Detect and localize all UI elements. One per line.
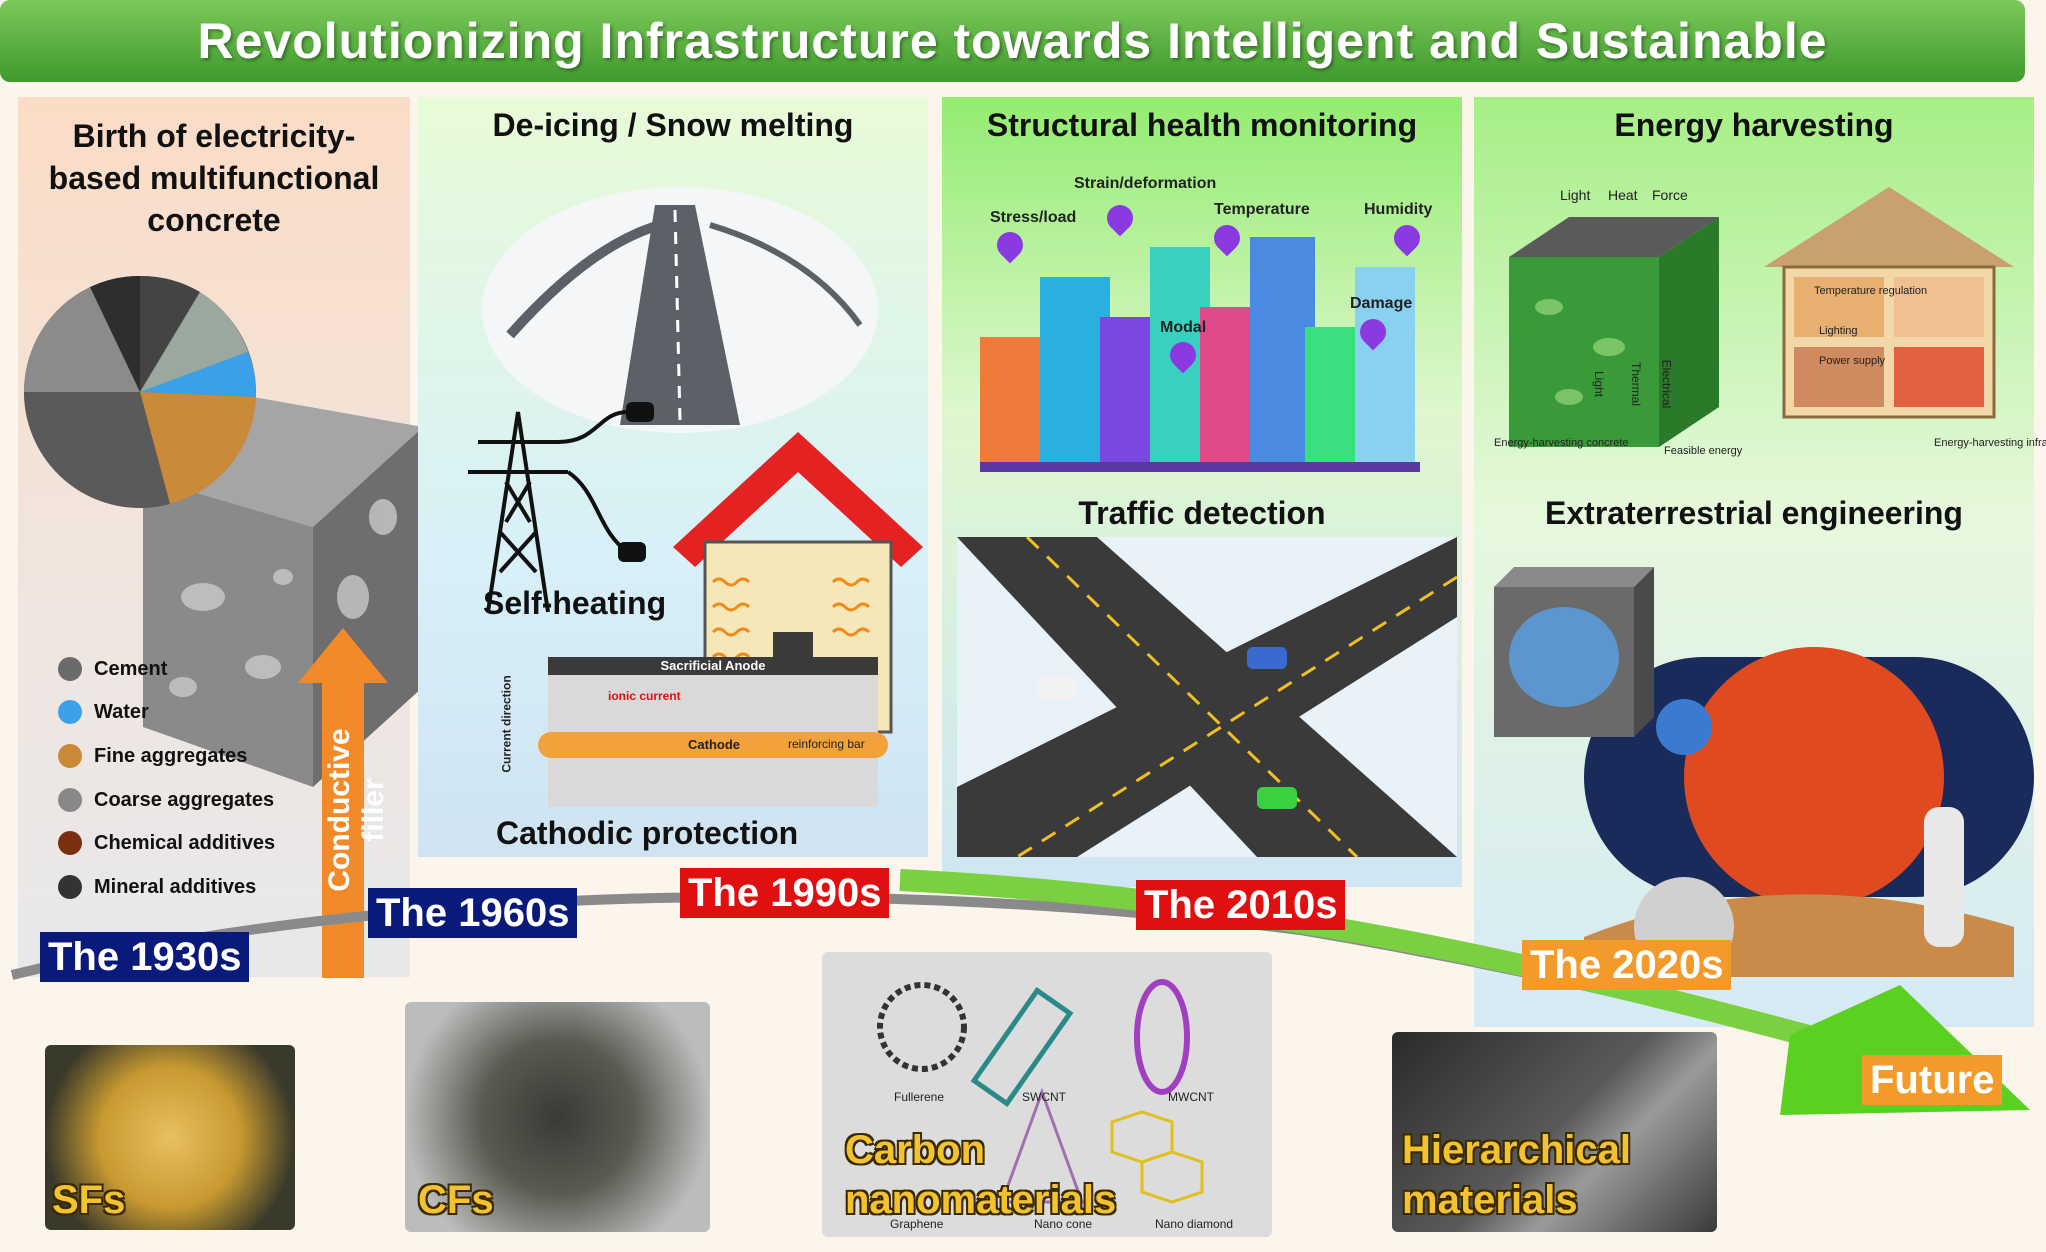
temp-regulation-label: Temperature regulation — [1814, 285, 1928, 297]
panel-energy: Energy harvesting Light Heat Force Light… — [1474, 97, 2046, 1027]
force-input-label: Force — [1652, 187, 1688, 203]
strain-label: Strain/deformation — [1074, 175, 1217, 192]
concrete-components-pie — [23, 275, 257, 508]
graphene-label: Graphene — [890, 1217, 944, 1231]
steel-fibers-image — [45, 1045, 295, 1230]
cfs-label: CFs — [418, 1178, 494, 1222]
ionic-current-label: ionic current — [608, 689, 681, 703]
mwcnt-label: MWCNT — [1168, 1090, 1214, 1104]
self-heating-label: Self-heating — [483, 585, 667, 621]
birth-title-line2: based multifunctional — [48, 160, 380, 196]
power-tower-icon — [468, 402, 654, 613]
nanostructures-illustration — [877, 979, 1204, 1204]
shm-title: Structural health monitoring — [986, 107, 1418, 143]
extraterrestrial-illustration — [1494, 567, 2034, 977]
lighting-label: Lighting — [1819, 325, 1858, 337]
deicing-title: De-icing / Snow melting — [492, 107, 854, 143]
legend-mineral-additives: Mineral additives — [58, 875, 256, 899]
energy-concrete-cube — [1509, 217, 1719, 447]
stress-label: Stress/load — [990, 209, 1077, 226]
era-2020s: The 2020s — [1522, 940, 1732, 990]
snowy-runway-image — [482, 187, 878, 433]
cathode-label: Cathode — [688, 737, 740, 752]
carbon-fibers-image — [405, 1002, 710, 1232]
sacrificial-anode: Sacrificial Anode — [548, 657, 878, 675]
hier-label-line2: materials — [1402, 1178, 1578, 1222]
hierarchical-materials-image — [1392, 1032, 1717, 1232]
fullerene-label: Fullerene — [894, 1090, 945, 1104]
light-input-label: Light — [1560, 187, 1591, 203]
banner-title: Revolutionizing Infrastructure towards I… — [0, 0, 2025, 82]
legend-label: Cement — [94, 657, 168, 680]
damage-label: Damage — [1350, 295, 1413, 312]
modal-label: Modal — [1160, 319, 1207, 336]
cathodic-diagram: Sacrificial Anode ionic current Cathode … — [498, 657, 888, 807]
nanocone-label: Nano cone — [1034, 1217, 1093, 1231]
carbon-label-line1: Carbon — [845, 1128, 985, 1172]
heat-input-label: Heat — [1608, 187, 1638, 203]
coarse-aggregates-icon — [58, 788, 82, 812]
era-1960s: The 1960s — [368, 888, 578, 938]
feasible-energy-label: Feasible energy — [1664, 445, 1743, 457]
legend-label: Chemical additives — [94, 831, 276, 854]
birth-title-line3: concrete — [147, 202, 281, 238]
water-icon — [58, 700, 82, 724]
hier-label-line1: Hierarchical — [1402, 1128, 1632, 1172]
legend-label: Water — [94, 700, 149, 723]
legend-cement: Cement — [58, 657, 167, 681]
cathodic-protection-label: Cathodic protection — [496, 815, 799, 851]
rebar-label: reinforcing bar — [788, 737, 865, 751]
conductive-filler-arrow — [298, 628, 388, 978]
traffic-intersection-illustration — [957, 537, 1457, 857]
carbon-nanomaterials-panel: Fullerene SWCNT MWCNT Graphene Nano cone… — [822, 952, 1272, 1237]
energy-title: Energy harvesting — [1614, 107, 1894, 143]
panel-deicing: De-icing / Snow melting Self-heating Sac… — [418, 97, 928, 857]
era-1930s: The 1930s — [40, 932, 250, 982]
eh-infrastructure-label: Energy-harvesting infrastructure — [1934, 437, 2046, 449]
rebar — [538, 732, 888, 758]
era-2010s: The 2010s — [1136, 880, 1346, 930]
panel-shm: Structural health monitoring Strain/defo… — [942, 97, 1462, 887]
swcnt-label: SWCNT — [1022, 1090, 1066, 1104]
mineral-additives-icon — [58, 875, 82, 899]
legend-label: Fine aggregates — [94, 744, 248, 767]
humidity-label: Humidity — [1364, 201, 1433, 218]
chemical-additives-icon — [58, 831, 82, 855]
legend-fine-aggregates: Fine aggregates — [58, 744, 247, 768]
traffic-detection-label: Traffic detection — [1078, 495, 1326, 531]
legend-label: Coarse aggregates — [94, 788, 275, 811]
birth-title-line1: Birth of electricity- — [72, 118, 356, 154]
legend-water: Water — [58, 700, 149, 724]
legend-label: Mineral additives — [94, 875, 257, 898]
carbon-label-line2: nanomaterials — [845, 1178, 1117, 1222]
birth-title: Birth of electricity- based multifunctio… — [18, 115, 410, 241]
fine-aggregates-icon — [58, 744, 82, 768]
hierarchical-materials-label: Hierarchical materials — [1402, 1125, 1631, 1225]
temperature-label: Temperature — [1214, 201, 1310, 218]
era-future: Future — [1862, 1055, 2003, 1105]
eh-concrete-label: Energy-harvesting concrete — [1494, 437, 1629, 449]
legend-coarse-aggregates: Coarse aggregates — [58, 788, 274, 812]
extraterrestrial-label: Extraterrestrial engineering — [1545, 495, 1963, 531]
legend-chemical-additives: Chemical additives — [58, 831, 275, 855]
carbon-nanomaterials-label: Carbon nanomaterials — [845, 1125, 1116, 1225]
energy-house-illustration — [1764, 187, 2014, 419]
cement-icon — [58, 657, 82, 681]
sfs-label: SFs — [52, 1178, 126, 1222]
nanodiamond-label: Nano diamond — [1155, 1217, 1234, 1231]
era-1990s: The 1990s — [680, 868, 890, 918]
power-supply-label: Power supply — [1819, 355, 1886, 367]
